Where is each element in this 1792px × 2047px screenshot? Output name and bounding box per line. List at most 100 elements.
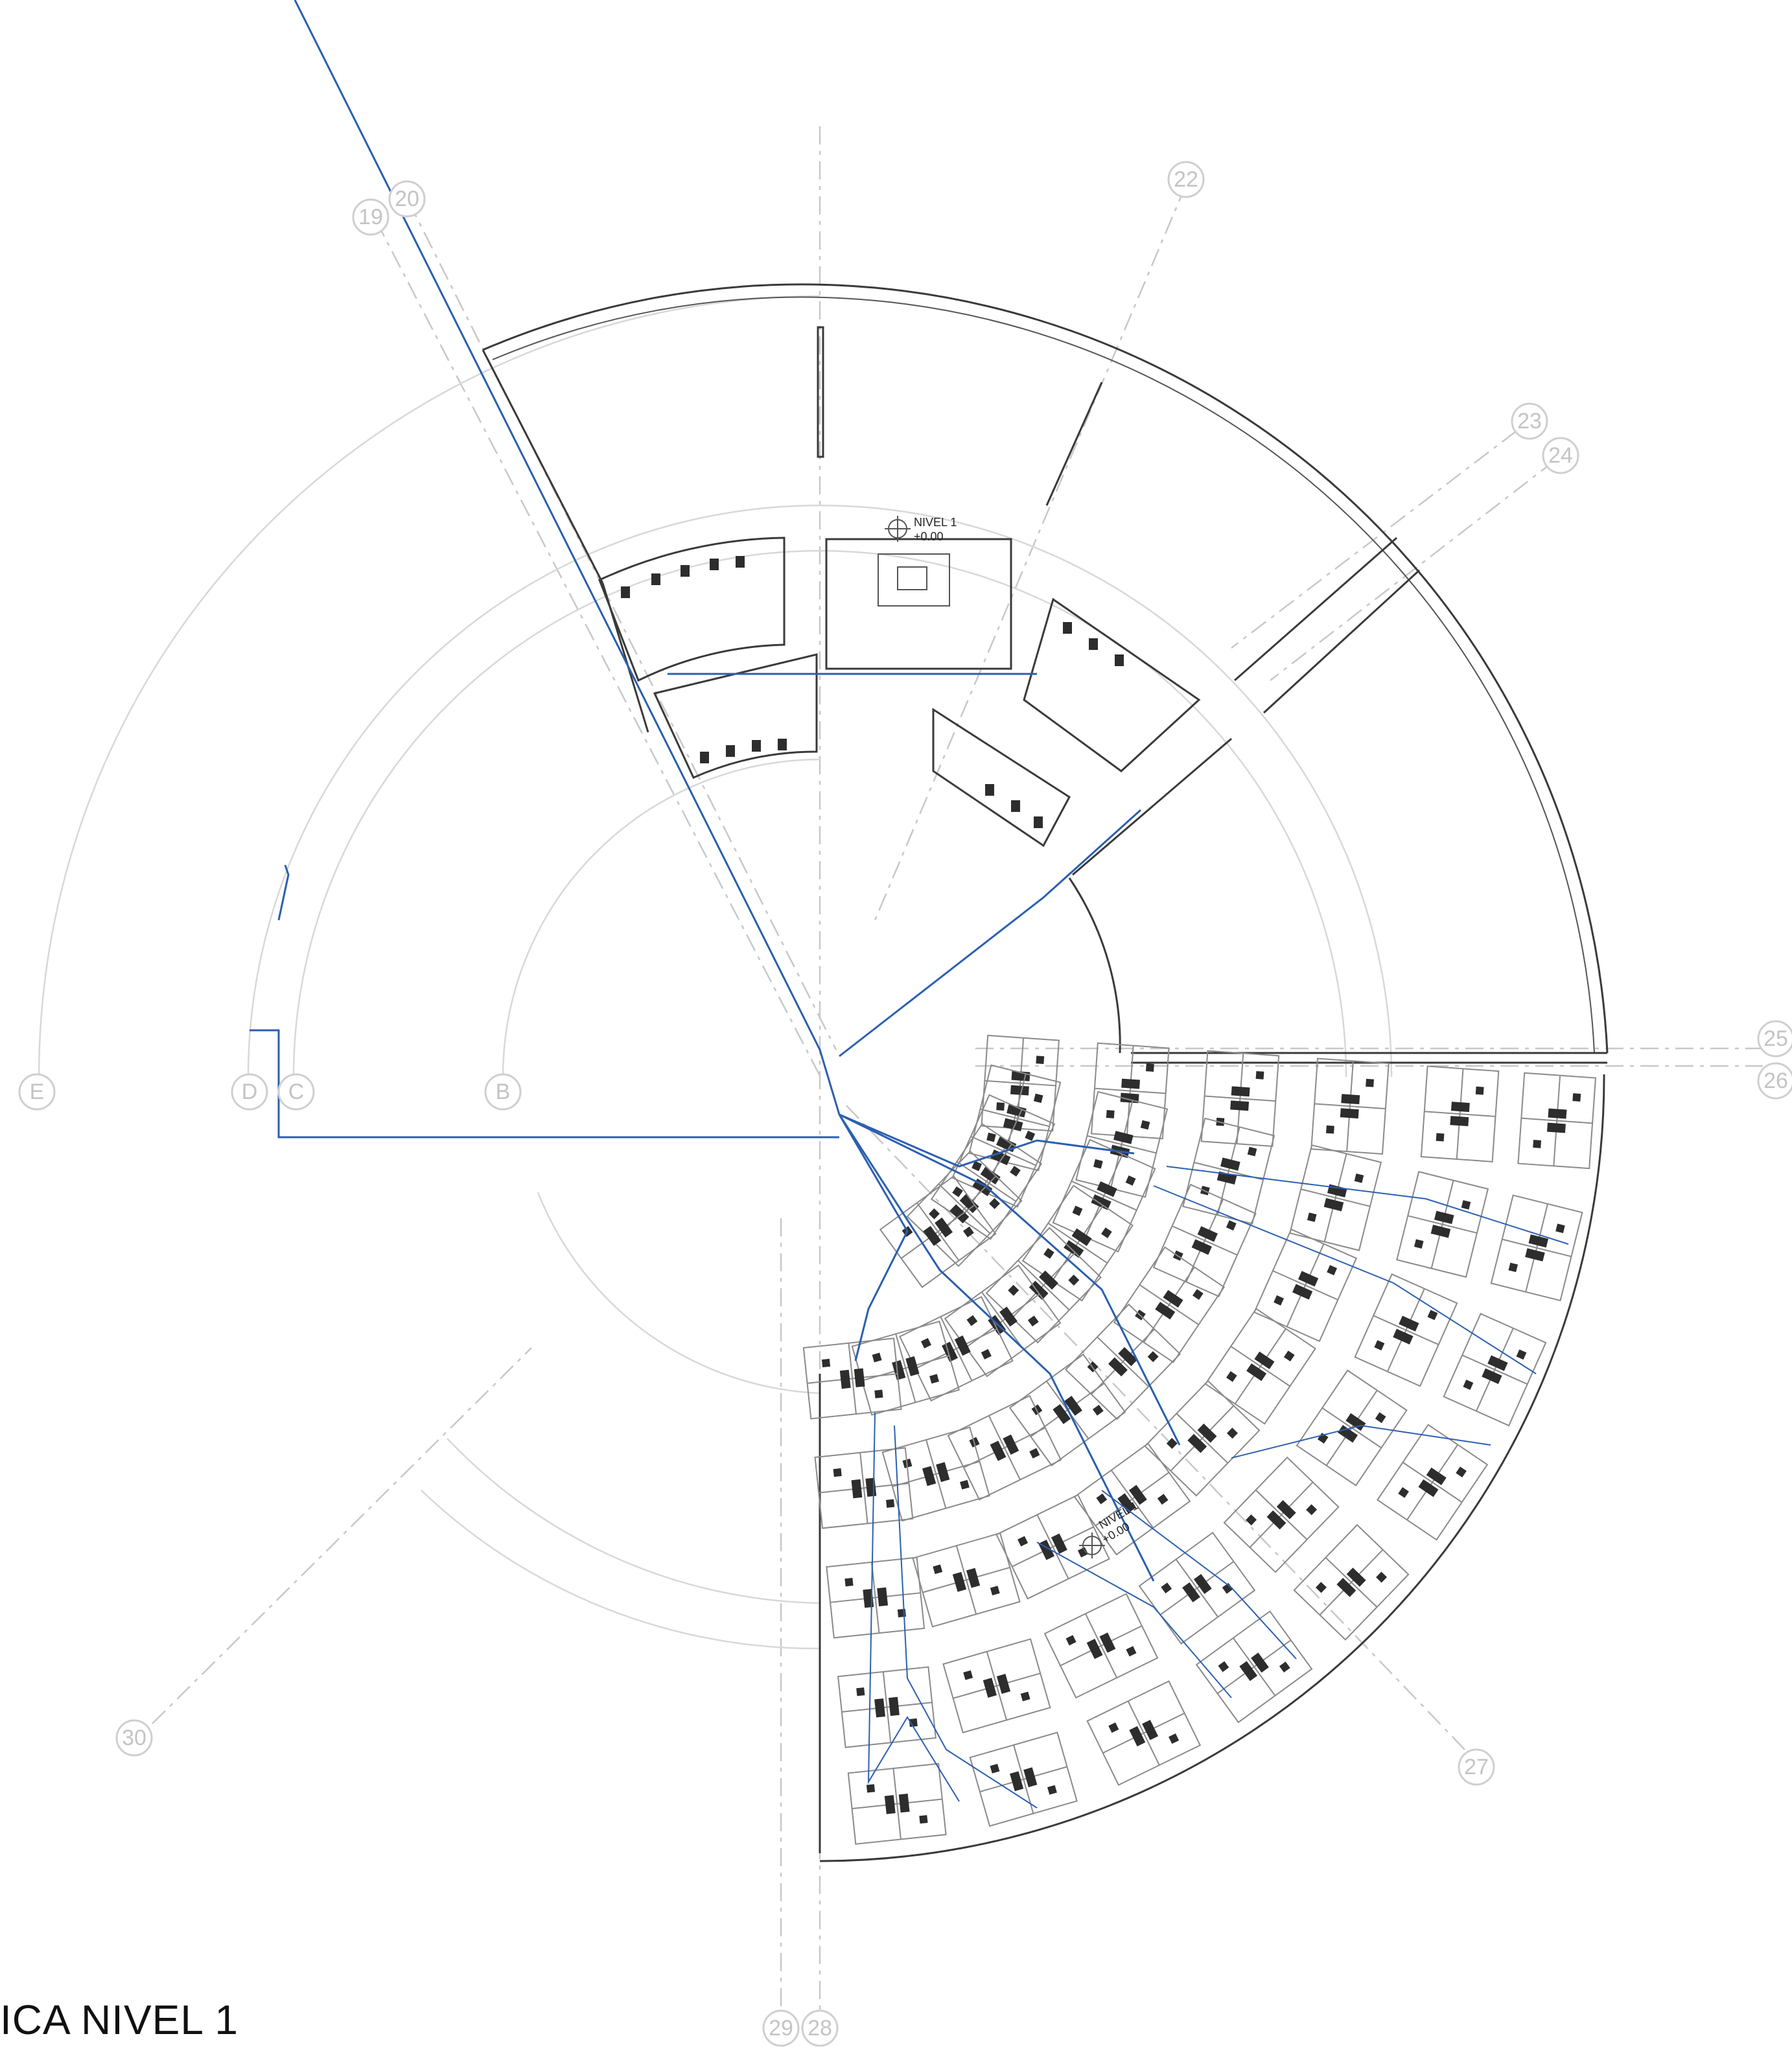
grid-bubble-29: 29 bbox=[762, 2009, 800, 2047]
chair-fixture bbox=[1029, 1448, 1040, 1459]
chair-fixture bbox=[972, 1161, 983, 1172]
workstation-divider bbox=[1216, 1127, 1240, 1216]
workstation-block bbox=[1113, 1246, 1226, 1363]
desk-fixture bbox=[1187, 1433, 1207, 1453]
workstation-divider bbox=[1011, 1252, 1076, 1319]
grid-bubble-circle bbox=[1542, 437, 1579, 474]
chair-fixture bbox=[981, 1348, 992, 1359]
grid-bubble-label: B bbox=[496, 1080, 511, 1104]
grid-bubble-circle bbox=[1458, 1748, 1495, 1786]
restroom-east-outline bbox=[1023, 597, 1201, 772]
desk-fixture bbox=[942, 1341, 958, 1362]
chair-fixture bbox=[919, 1815, 928, 1824]
chair-fixture bbox=[929, 1374, 939, 1384]
chair-fixture bbox=[928, 1208, 940, 1220]
grid-bubble-label: 19 bbox=[358, 205, 383, 229]
desk-fixture bbox=[839, 1369, 851, 1389]
workstation-block bbox=[1310, 1058, 1390, 1155]
partition-wall-1 bbox=[817, 326, 824, 458]
ring-c bbox=[292, 549, 1347, 1078]
workstation-divider bbox=[1286, 1243, 1325, 1327]
level-marker-elevation: +0.00 bbox=[914, 530, 944, 543]
chair-fixture bbox=[1255, 1070, 1264, 1080]
workstation-cell bbox=[1376, 1424, 1489, 1541]
workstation-block bbox=[1396, 1171, 1489, 1278]
desk-fixture bbox=[1292, 1284, 1313, 1300]
desk-fixture bbox=[980, 1166, 1001, 1185]
grid-bubble-19: 19 bbox=[352, 198, 390, 236]
chair-fixture bbox=[933, 1564, 943, 1575]
grid-bubble-label: 20 bbox=[395, 187, 419, 211]
toilet-fixture bbox=[1034, 816, 1043, 828]
partition-wall-4 bbox=[1263, 569, 1421, 714]
workstation-block bbox=[1144, 1380, 1261, 1497]
grid-bubble-label: 26 bbox=[1763, 1069, 1788, 1093]
workstation-divider bbox=[922, 1566, 1010, 1593]
workstation-block bbox=[1253, 1228, 1358, 1343]
east-trunk-3 bbox=[838, 1114, 1155, 1582]
desk-fixture bbox=[1336, 1578, 1356, 1597]
chair-fixture bbox=[1068, 1275, 1080, 1286]
workstation-cell bbox=[814, 1447, 914, 1529]
desk-fixture bbox=[1118, 1347, 1138, 1367]
toilet-fixture bbox=[651, 573, 660, 585]
desk-fixture bbox=[1191, 1239, 1212, 1255]
outer-curtain-wall bbox=[482, 283, 1609, 1054]
desk-fixture bbox=[1231, 1086, 1250, 1097]
workstation-block bbox=[985, 1227, 1102, 1344]
toilet-fixture bbox=[726, 745, 735, 757]
desk-fixture bbox=[1297, 1271, 1319, 1287]
desk-fixture bbox=[923, 1225, 942, 1246]
axis-20 bbox=[407, 200, 837, 1050]
workstation-divider bbox=[1249, 1481, 1314, 1548]
desk-fixture bbox=[1341, 1094, 1360, 1105]
workstation-cell bbox=[802, 1337, 902, 1420]
chair-fixture bbox=[1096, 1493, 1108, 1505]
desk-fixture bbox=[1548, 1108, 1567, 1119]
chair-fixture bbox=[1226, 1371, 1237, 1382]
plumbing-network bbox=[250, 0, 1569, 1809]
chair-fixture bbox=[952, 1186, 963, 1197]
partition-wall-2 bbox=[1045, 382, 1103, 506]
restroom-east-lower-outline bbox=[932, 708, 1071, 848]
chair-fixture bbox=[1374, 1340, 1385, 1350]
ring-lower-2 bbox=[447, 1438, 820, 1604]
chair-fixture bbox=[1101, 1227, 1112, 1238]
workstation-divider bbox=[1346, 1061, 1354, 1152]
grid-bubble-label: 25 bbox=[1763, 1026, 1788, 1051]
chair-fixture bbox=[1043, 1247, 1054, 1259]
desk-fixture bbox=[1546, 1122, 1566, 1133]
grid-bubble-e: E bbox=[18, 1073, 56, 1111]
desk-fixture bbox=[1254, 1351, 1275, 1370]
desk-fixture bbox=[889, 1696, 900, 1717]
desk-fixture bbox=[1393, 1328, 1414, 1345]
workstation-block bbox=[899, 1295, 1014, 1402]
workstation-block bbox=[1200, 1050, 1280, 1148]
lift-shaft bbox=[878, 553, 950, 607]
ring-b bbox=[502, 758, 820, 1078]
desk-fixture bbox=[854, 1368, 865, 1387]
workstation-divider bbox=[852, 1798, 942, 1810]
grid-bubble-circle bbox=[277, 1073, 315, 1111]
workstation-divider bbox=[1091, 1328, 1155, 1395]
grid-bubble-circle bbox=[115, 1719, 153, 1757]
desk-fixture bbox=[1450, 1116, 1469, 1127]
axis-23 bbox=[1231, 430, 1517, 649]
chair-fixture bbox=[990, 1763, 1000, 1774]
grid-bubble-b: B bbox=[484, 1073, 522, 1111]
grid-bubble-circle bbox=[231, 1073, 268, 1111]
workstation-block bbox=[1075, 1091, 1169, 1198]
chair-fixture bbox=[1414, 1239, 1424, 1249]
desk-fixture bbox=[1450, 1102, 1470, 1113]
desk-fixture bbox=[1064, 1395, 1082, 1416]
workstation-divider bbox=[830, 1592, 921, 1603]
workstation-cell bbox=[847, 1763, 947, 1845]
desk-fixture bbox=[1430, 1224, 1451, 1238]
workstation-block bbox=[947, 1394, 1062, 1501]
chair-fixture bbox=[874, 1389, 883, 1398]
riser-branch bbox=[1166, 1166, 1569, 1245]
grid-bubble-label: 23 bbox=[1517, 409, 1542, 434]
east-trunk-1 bbox=[839, 1113, 1135, 1168]
chair-fixture bbox=[1306, 1504, 1318, 1516]
